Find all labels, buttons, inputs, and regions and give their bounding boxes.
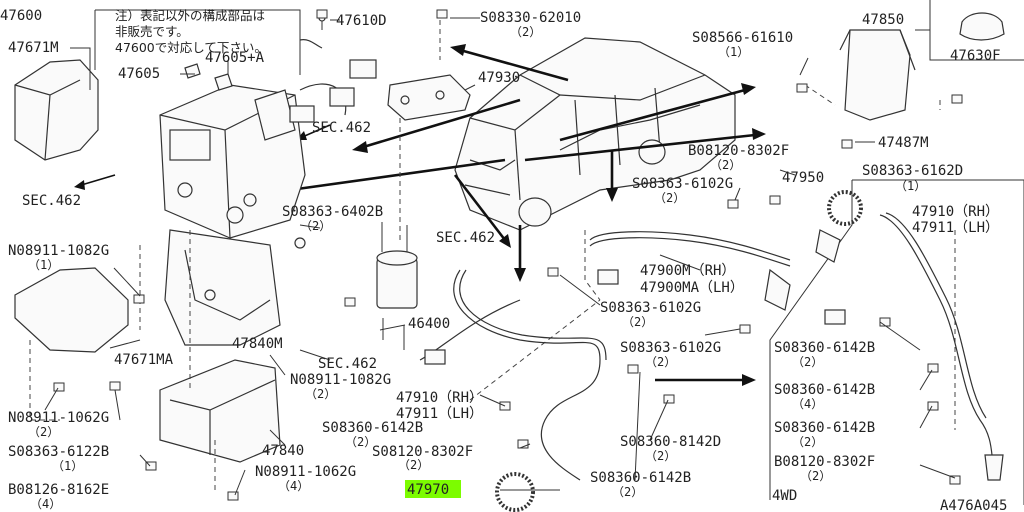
highlight-marker — [405, 480, 461, 498]
callout-label[interactable]: 47671MA — [114, 352, 174, 368]
callout-label[interactable]: 47671M — [8, 40, 59, 56]
callout-qty: （2） — [300, 219, 331, 233]
callout-qty: （2） — [510, 25, 541, 39]
section-label-4wd: 4WD — [772, 488, 797, 504]
callout-label[interactable]: N08911-1062G — [8, 410, 109, 426]
callout-label[interactable]: B08120-8302F — [774, 454, 875, 470]
callout-label[interactable]: 47850 — [862, 12, 904, 28]
callout-label[interactable]: N08911-1062G — [255, 464, 356, 480]
callout-label[interactable]: SEC.462 — [436, 230, 495, 246]
frames — [94, 0, 1024, 505]
callout-qty: （2） — [622, 315, 653, 329]
callout-qty: （4） — [792, 397, 823, 411]
callout-qty: （1） — [52, 459, 83, 473]
callout-label[interactable]: 46400 — [408, 316, 450, 332]
callout-qty: （2） — [645, 449, 676, 463]
callout-label[interactable]: SEC.462 — [318, 356, 377, 372]
callout-label[interactable]: S08363-6402B — [282, 204, 383, 220]
callout-label[interactable]: S08360-6142B — [590, 470, 691, 486]
callout-label[interactable]: 47911（LH） — [396, 406, 483, 422]
callout-label[interactable]: S08363-6162D — [862, 163, 963, 179]
callout-label[interactable]: 47610D — [336, 13, 387, 29]
callout-qty: （2） — [612, 485, 643, 499]
callout-qty: （2） — [645, 355, 676, 369]
sensor-rotors — [495, 12, 1005, 512]
callout-label[interactable]: 47930 — [478, 70, 520, 86]
vehicle-van — [454, 37, 736, 231]
callout-label[interactable]: SEC.462 — [22, 193, 81, 209]
callout-qty: （2） — [398, 458, 429, 472]
callout-qty: （2） — [28, 425, 59, 439]
callout-qty: （4） — [30, 497, 61, 511]
callout-label[interactable]: S08330-62010 — [480, 10, 581, 26]
callout-qty: （2） — [345, 435, 376, 449]
callout-qty: （2） — [305, 387, 336, 401]
callout-label[interactable]: 47605+A — [205, 50, 265, 66]
callout-label[interactable]: S08363-6102G — [620, 340, 721, 356]
callout-label[interactable]: 47630F — [950, 48, 1001, 64]
callout-label[interactable]: S08363-6102G — [632, 176, 733, 192]
callout-label[interactable]: 47900MA（LH） — [640, 280, 744, 296]
callout-label[interactable]: 47911（LH） — [912, 220, 999, 236]
pointer-arrows — [74, 44, 766, 386]
callout-qty: （1） — [895, 179, 926, 193]
note-box: 47600 注）表記以外の構成部品は 非販売です。 47600で対応して下さい。 — [0, 8, 267, 55]
callout-qty: （2） — [800, 469, 831, 483]
callout-label[interactable]: 47840M — [232, 336, 283, 352]
callout-label[interactable]: 47487M — [878, 135, 929, 151]
callout-label[interactable]: S08363-6122B — [8, 444, 109, 460]
callout-label[interactable]: N08911-1082G — [8, 243, 109, 259]
callout-label[interactable]: 47910（RH） — [396, 390, 483, 406]
callout-label[interactable]: 47840 — [262, 443, 304, 459]
callout-label[interactable]: 47900M（RH） — [640, 263, 735, 279]
callout-label[interactable]: 47605 — [118, 66, 160, 82]
leader-lines — [44, 17, 956, 496]
bracket-47930 — [387, 74, 471, 121]
callout-label[interactable]: S08360-6142B — [774, 382, 875, 398]
callout-label[interactable]: N08911-1082G — [290, 372, 391, 388]
diagram-code: A476A045 — [940, 498, 1007, 512]
callout-label[interactable]: S08360-6142B — [322, 420, 423, 436]
callout-qty: （1） — [28, 258, 59, 272]
callout-label[interactable]: 47910（RH） — [912, 204, 999, 220]
callout-label-highlighted[interactable]: 47970 — [407, 482, 449, 498]
module-47850 — [839, 29, 916, 121]
callout-qty: （2） — [792, 435, 823, 449]
sensor-wiring — [376, 212, 1004, 481]
callout-label[interactable]: S08360-8142D — [620, 434, 721, 450]
note-line-3: 47600で対応して下さい。 — [115, 40, 267, 55]
callout-label[interactable]: SEC.462 — [312, 120, 371, 136]
abs-actuator-assembly — [14, 14, 377, 239]
callout-label[interactable]: S08360-6142B — [774, 340, 875, 356]
callout-label[interactable]: S08120-8302F — [372, 444, 473, 460]
callout-labels: 47610D S08330-62010 （2） 47671M 47605 476… — [8, 10, 1001, 511]
callout-label[interactable]: S08363-6102G — [600, 300, 701, 316]
callout-label[interactable]: B08120-8302F — [688, 143, 789, 159]
callout-qty: （1） — [718, 45, 749, 59]
callout-qty: （2） — [792, 355, 823, 369]
fasteners — [53, 9, 963, 501]
callout-label[interactable]: S08360-6142B — [774, 420, 875, 436]
callout-qty: （4） — [278, 479, 309, 493]
callout-label[interactable]: S08566-61610 — [692, 30, 793, 46]
note-part-label: 47600 — [0, 8, 42, 24]
callout-qty: （2） — [710, 158, 741, 172]
dashed-leaders — [29, 20, 956, 490]
note-line-1: 注）表記以外の構成部品は — [115, 8, 265, 23]
callout-label[interactable]: 47950 — [782, 170, 824, 186]
callout-label[interactable]: B08126-8162E — [8, 482, 109, 498]
note-line-2: 非販売です。 — [115, 24, 189, 39]
callout-qty: （2） — [654, 191, 685, 205]
